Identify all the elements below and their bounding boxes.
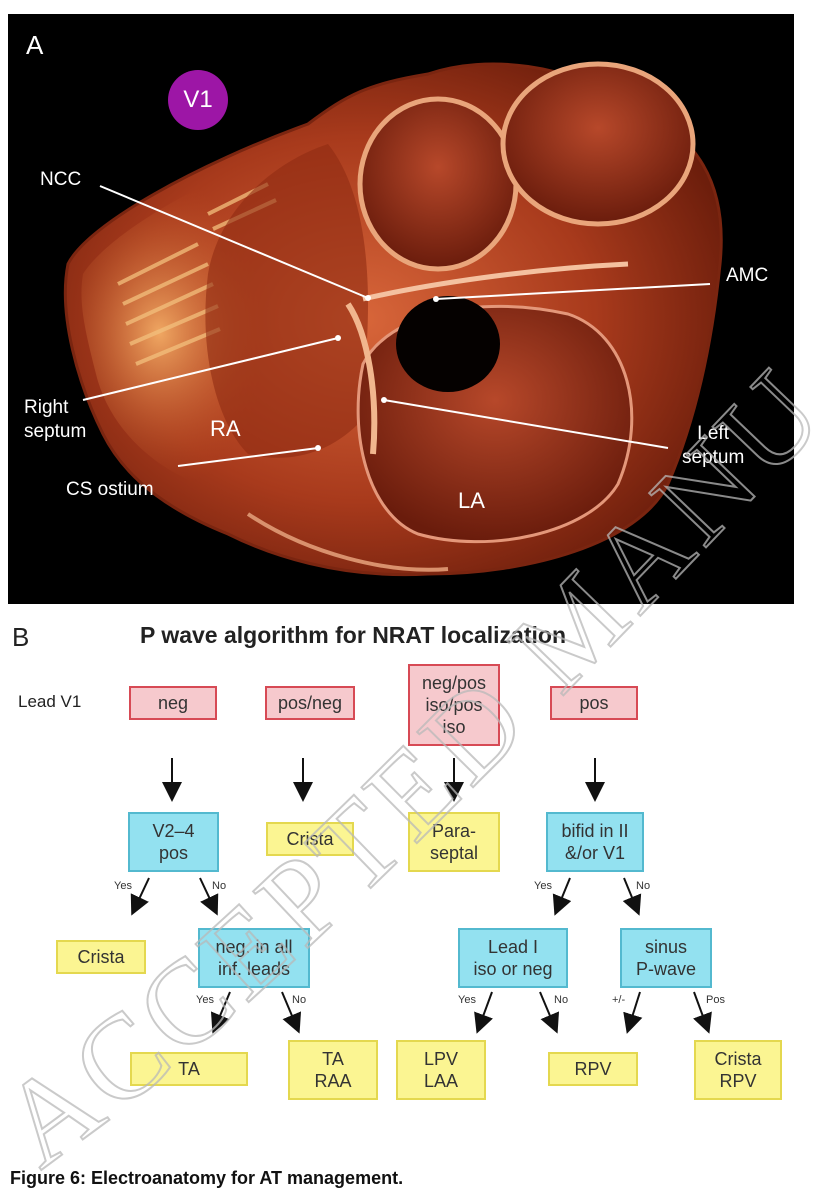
figure-caption: Figure 6: Electroanatomy for AT manageme… [10,1168,404,1188]
ta-box: TA [130,1052,248,1086]
amc-label: AMC [726,265,769,286]
algorithm-title: P wave algorithm for NRAT localization [140,622,566,648]
ta-raa-box: TA RAA [288,1040,378,1100]
bifid-box: bifid in II &/or V1 [546,812,644,872]
lead-box-pos: pos [550,686,638,720]
left-septum-label: Left septum [682,423,745,468]
heart-specimen-illustration [63,61,723,577]
plus-minus-label: +/- [612,994,626,1006]
para-septal-box: Para- septal [408,812,500,872]
ncc-label: NCC [40,169,82,190]
panel-a-letter: A [26,30,44,60]
lead-v1-label: Lead V1 [18,692,82,711]
crista-rpv-box: Crista RPV [694,1040,782,1100]
no-label-inf-leads: No [292,994,307,1006]
pos-label: Pos [706,994,725,1006]
no-label-v2-4: No [212,880,227,892]
right-septum-label: Right septum [24,397,87,442]
lead-box-neg: neg [129,686,217,720]
yes-label-lead-i: Yes [458,994,476,1006]
yes-label-v2-4: Yes [114,880,132,892]
neg-all-inf-leads-box: neg. in all inf. leads [198,928,310,988]
lpv-laa-box: LPV LAA [396,1040,486,1100]
v2-4-pos-box: V2–4 pos [128,812,219,872]
rpv-box: RPV [548,1052,638,1086]
no-label-bifid: No [636,880,651,892]
lead-i-iso-neg-box: Lead I iso or neg [458,928,568,988]
anatomy-pointer-lines [82,185,711,467]
v1-badge: V1 [168,70,228,130]
yes-label-inf-leads: Yes [196,994,214,1006]
cs-ostium-label: CS ostium [66,479,154,500]
sinus-p-wave-box: sinus P-wave [620,928,712,988]
no-label-lead-i: No [554,994,569,1006]
crista-box-2: Crista [56,940,146,974]
lead-box-neg-pos-iso: neg/pos iso/pos iso [408,664,500,746]
heart-anatomy-panel: A V1 NCC AMC Right septum Left septum CS… [8,14,794,604]
lead-box-pos-neg: pos/neg [265,686,355,720]
la-label: LA [458,488,485,513]
ra-label: RA [210,416,241,441]
panel-b-letter: B [12,622,30,652]
yes-label-bifid: Yes [534,880,552,892]
crista-box-1: Crista [266,822,354,856]
